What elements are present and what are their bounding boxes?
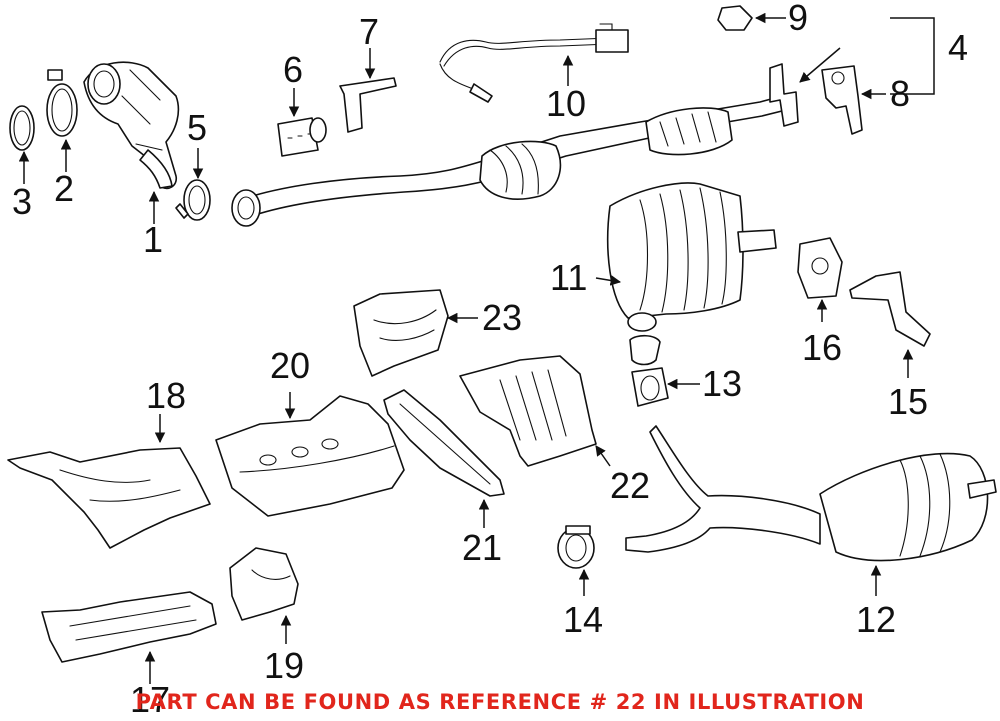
callout-5: 5 [187, 107, 207, 148]
part-1-turbo-catalytic-converter [83, 61, 180, 190]
callout-18: 18 [146, 375, 186, 416]
part-10-oxygen-sensor [439, 23, 629, 103]
callout-19: 19 [264, 645, 304, 686]
part-13-clamp [631, 367, 669, 407]
part-20-heat-shield [215, 395, 405, 517]
callout-numbers: 1 2 3 4 5 6 7 8 9 10 11 12 13 14 15 16 1… [12, 0, 968, 720]
part-9-clip [717, 5, 753, 31]
reference-note: PART CAN BE FOUND AS REFERENCE # 22 IN I… [135, 690, 865, 714]
callout-10: 10 [546, 83, 586, 124]
part-8-hanger [821, 65, 863, 135]
callout-20: 20 [270, 345, 310, 386]
part-14-clamp [557, 525, 595, 569]
part-3-gasket-ring [9, 105, 35, 151]
part-21-heat-shield [383, 389, 505, 497]
part-16-hanger-bracket [797, 237, 843, 299]
callout-22: 22 [610, 465, 650, 506]
part-19-heat-shield [229, 547, 299, 621]
callout-15: 15 [888, 381, 928, 422]
callout-16: 16 [802, 327, 842, 368]
part-15-hanger [849, 271, 931, 347]
part-main-exhaust-pipe [231, 63, 799, 227]
callout-9: 9 [788, 0, 808, 38]
callout-7: 7 [359, 11, 379, 52]
callout-2: 2 [54, 168, 74, 209]
callout-17: 17 [130, 679, 170, 720]
part-5-clamp [175, 179, 211, 221]
part-11-rear-muffler [606, 182, 777, 366]
part-22-heat-shield [459, 355, 597, 467]
callout-6: 6 [283, 49, 303, 90]
callout-21: 21 [462, 527, 502, 568]
callout-1: 1 [143, 219, 163, 260]
callout-8: 8 [890, 73, 910, 114]
part-2-clamp-ring [46, 69, 78, 137]
callout-4: 4 [948, 27, 968, 68]
part-6-bracket [277, 117, 327, 157]
callout-11: 11 [550, 257, 587, 298]
callout-23: 23 [482, 297, 522, 338]
callout-13: 13 [702, 363, 742, 404]
callout-14: 14 [563, 599, 603, 640]
part-12-rear-pipe-muffler [625, 425, 997, 562]
callout-3: 3 [12, 181, 32, 222]
part-23-heat-shield [353, 289, 449, 377]
part-7-bracket [339, 77, 397, 133]
part-18-heat-shield [7, 447, 211, 549]
part-17-heat-shield [41, 591, 217, 663]
leader-lines [18, 12, 935, 684]
callout-12: 12 [856, 599, 896, 640]
